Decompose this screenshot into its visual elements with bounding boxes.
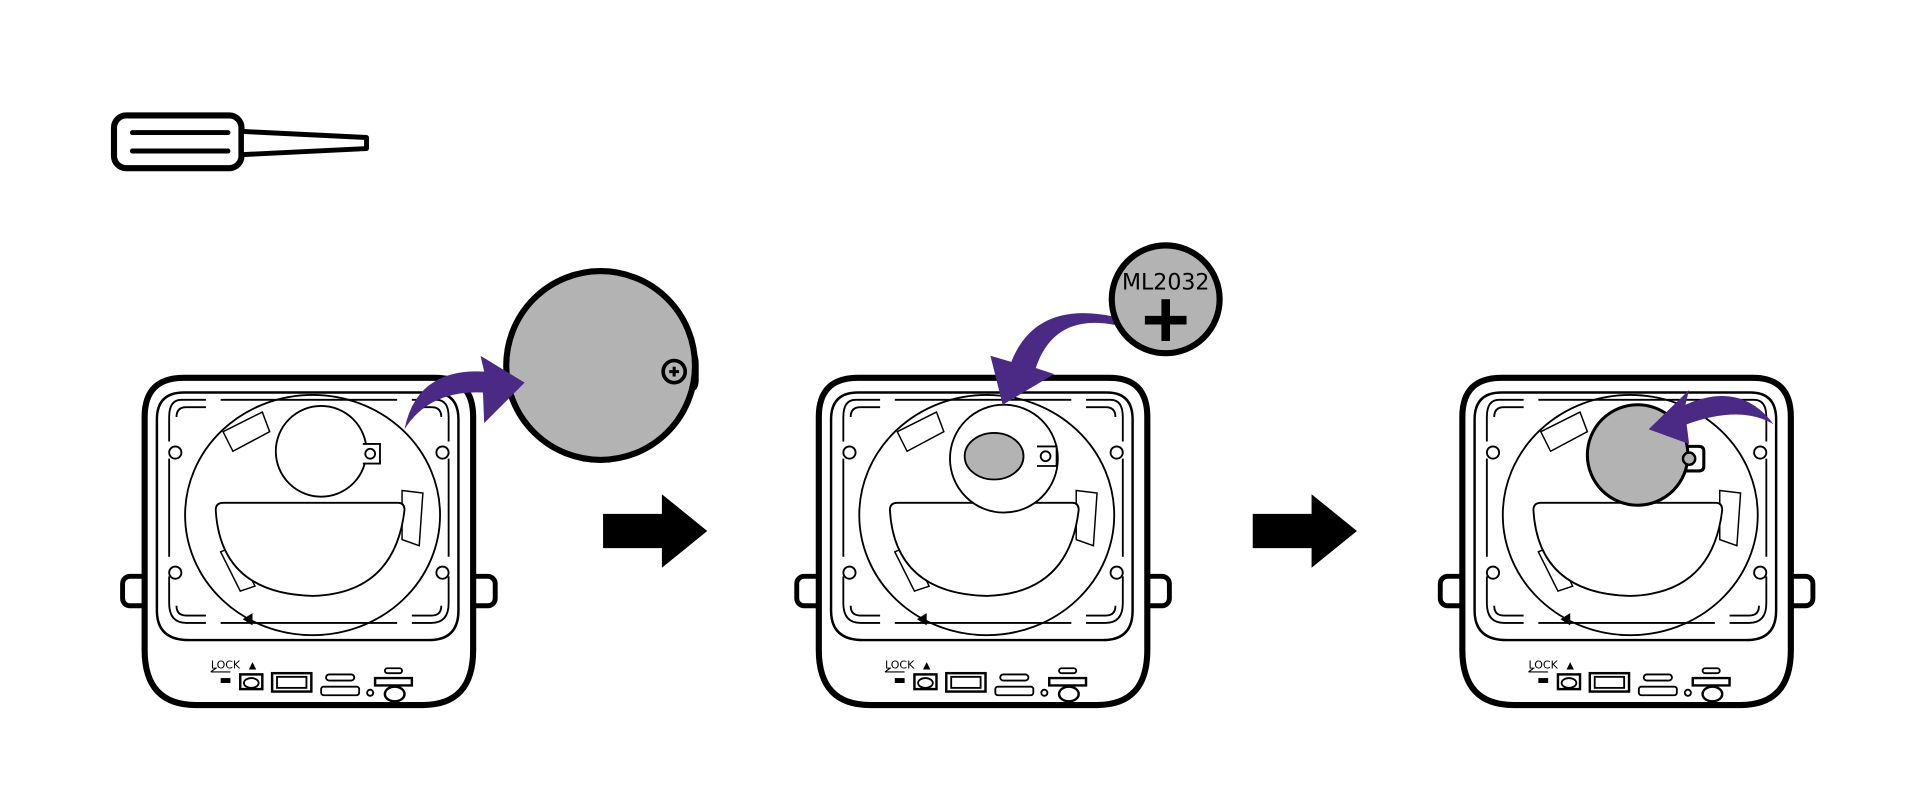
lock-label: LOCK	[885, 658, 915, 671]
right-arrow-icon	[1252, 494, 1357, 568]
right-arrow-icon	[603, 494, 708, 568]
installed-battery	[963, 431, 1025, 481]
step-3-replace-cover: LOCK	[1440, 378, 1813, 705]
curved-arrow-icon	[404, 355, 525, 430]
step-2-insert-battery: LOCK ML2032	[797, 242, 1223, 705]
screwdriver-icon	[110, 112, 369, 172]
lock-label: LOCK	[211, 658, 241, 671]
curved-arrow-icon	[990, 313, 1116, 405]
battery-model-label: ML2032	[1122, 271, 1209, 296]
plus-icon	[1144, 299, 1187, 341]
lock-label: LOCK	[1529, 658, 1559, 671]
curved-arrow-icon	[1648, 390, 1774, 444]
coin-battery: ML2032	[1108, 242, 1223, 357]
step-1-remove-cover: LOCK	[123, 268, 699, 705]
battery-cover	[503, 268, 699, 463]
